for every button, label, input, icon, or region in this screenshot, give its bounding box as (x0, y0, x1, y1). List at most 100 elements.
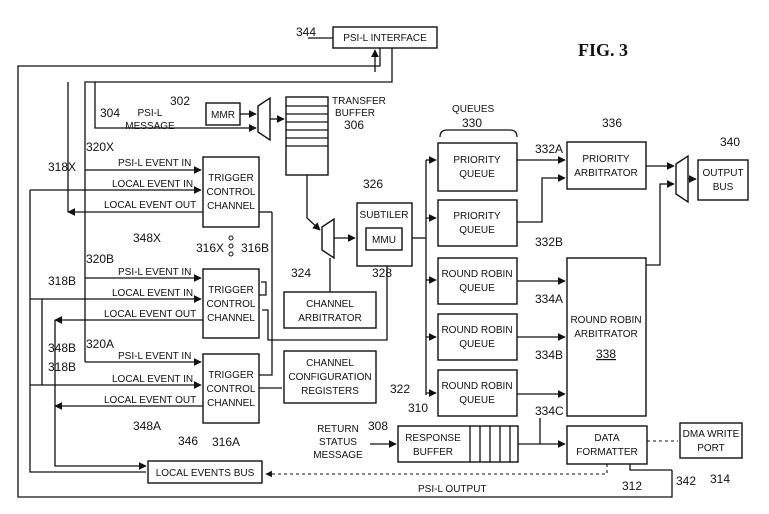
svg-text:RETURN: RETURN (317, 424, 359, 435)
svg-text:320X: 320X (86, 140, 114, 154)
svg-text:TRIGGER: TRIGGER (208, 173, 254, 184)
svg-text:334C: 334C (535, 404, 564, 418)
svg-text:324: 324 (291, 266, 311, 280)
transfer-buffer: TRANSFER BUFFER (285, 96, 386, 176)
return-status-label: RETURN STATUS MESSAGE (313, 424, 363, 461)
tcc-a-block: TRIGGER CONTROL CHANNEL (202, 353, 260, 424)
svg-text:348B: 348B (48, 341, 76, 355)
svg-text:QUEUE: QUEUE (459, 395, 495, 406)
svg-text:MESSAGE: MESSAGE (125, 121, 175, 132)
svg-text:FORMATTER: FORMATTER (576, 447, 637, 458)
svg-text:314: 314 (710, 472, 730, 486)
svg-text:QUEUE: QUEUE (459, 225, 495, 236)
svg-text:BUS: BUS (713, 182, 734, 193)
svg-text:340: 340 (720, 135, 740, 149)
svg-text:MMR: MMR (211, 110, 235, 121)
svg-text:CONTROL: CONTROL (207, 384, 256, 395)
svg-text:320B: 320B (86, 252, 114, 266)
svg-text:316B: 316B (241, 241, 269, 255)
dma-write-port-block: DMA WRITE PORT (679, 422, 743, 459)
svg-text:ROUND ROBIN: ROUND ROBIN (441, 381, 512, 392)
priority-queue-b: PRIORITY QUEUE (437, 199, 518, 247)
svg-text:CONTROL: CONTROL (207, 187, 256, 198)
svg-text:CHANNEL: CHANNEL (207, 201, 255, 212)
svg-text:318B: 318B (48, 274, 76, 288)
svg-text:308: 308 (368, 419, 388, 433)
svg-text:342: 342 (676, 474, 696, 488)
signal-labels: PSI-L EVENT IN LOCAL EVENT IN LOCAL EVEN… (104, 108, 487, 495)
svg-text:CHANNEL: CHANNEL (306, 299, 354, 310)
svg-text:PORT: PORT (697, 443, 725, 454)
tcc-x-block: TRIGGER CONTROL CHANNEL (202, 156, 260, 228)
mmu-block (365, 227, 403, 251)
psi-interface-block: PSI-L INTERFACE (332, 26, 438, 49)
svg-text:316A: 316A (212, 435, 240, 449)
svg-text:QUEUE: QUEUE (459, 339, 495, 350)
svg-text:PSI-L OUTPUT: PSI-L OUTPUT (418, 484, 487, 495)
svg-text:330: 330 (462, 116, 482, 130)
svg-text:OUTPUT: OUTPUT (702, 168, 743, 179)
svg-text:LOCAL EVENT OUT: LOCAL EVENT OUT (104, 309, 196, 320)
svg-text:ROUND ROBIN: ROUND ROBIN (570, 315, 641, 326)
svg-text:332A: 332A (535, 142, 563, 156)
svg-text:310: 310 (408, 401, 428, 415)
output-bus-block: OUTPUT BUS (697, 159, 749, 201)
svg-text:TRANSFER: TRANSFER (332, 96, 386, 107)
subtiler-block: SUBTILER MMU (356, 202, 413, 267)
svg-text:CHANNEL: CHANNEL (207, 313, 255, 324)
svg-text:DATA: DATA (594, 433, 620, 444)
response-buffer-block: RESPONSE BUFFER (397, 425, 519, 463)
svg-text:BUFFER: BUFFER (413, 447, 453, 458)
svg-text:STATUS: STATUS (319, 437, 357, 448)
channel-ellipsis (228, 235, 234, 257)
svg-text:PSI-L EVENT IN: PSI-L EVENT IN (118, 351, 191, 362)
svg-text:CHANNEL: CHANNEL (207, 398, 255, 409)
svg-text:PRIORITY: PRIORITY (453, 155, 501, 166)
svg-text:TRIGGER: TRIGGER (208, 370, 254, 381)
svg-text:348X: 348X (133, 231, 161, 245)
svg-text:ARBITRATOR: ARBITRATOR (574, 329, 638, 340)
rr-queue-c: ROUND ROBIN QUEUE (437, 369, 518, 417)
channel-arbitrator-block: CHANNEL ARBITRATOR (283, 291, 377, 329)
svg-text:332B: 332B (535, 235, 563, 249)
svg-text:ROUND ROBIN: ROUND ROBIN (441, 269, 512, 280)
svg-text:328: 328 (372, 266, 392, 280)
svg-text:336: 336 (602, 116, 622, 130)
priority-queue-a: PRIORITY QUEUE (437, 142, 518, 192)
svg-text:334B: 334B (535, 348, 563, 362)
svg-text:PSI-L: PSI-L (137, 108, 162, 119)
channel-config-block: CHANNEL CONFIGURATION REGISTERS (283, 350, 377, 404)
queues-bracket (439, 129, 518, 138)
svg-text:316X: 316X (196, 241, 224, 255)
svg-text:MESSAGE: MESSAGE (313, 450, 363, 461)
data-formatter-block: DATA FORMATTER (566, 425, 648, 465)
svg-text:MMU: MMU (372, 235, 396, 246)
svg-text:312: 312 (622, 479, 642, 493)
message-mux (257, 96, 271, 142)
svg-text:346: 346 (178, 434, 198, 448)
svg-text:TRIGGER: TRIGGER (208, 285, 254, 296)
svg-text:SUBTILER: SUBTILER (360, 210, 409, 221)
svg-text:CHANNEL: CHANNEL (306, 358, 354, 369)
svg-text:348A: 348A (133, 419, 161, 433)
svg-text:322: 322 (390, 382, 410, 396)
svg-text:CONTROL: CONTROL (207, 299, 256, 310)
wires (17, 37, 697, 498)
svg-text:306: 306 (344, 118, 364, 132)
svg-text:302: 302 (170, 94, 190, 108)
output-mux (675, 154, 689, 204)
svg-text:LOCAL EVENT IN: LOCAL EVENT IN (112, 288, 193, 299)
svg-text:LOCAL EVENT IN: LOCAL EVENT IN (112, 179, 193, 190)
svg-text:BUFFER: BUFFER (335, 108, 375, 119)
svg-text:LOCAL EVENT OUT: LOCAL EVENT OUT (104, 395, 196, 406)
tcc-b-block: TRIGGER CONTROL CHANNEL (202, 268, 260, 339)
svg-text:ROUND ROBIN: ROUND ROBIN (441, 325, 512, 336)
svg-text:PRIORITY: PRIORITY (453, 211, 501, 222)
svg-text:PRIORITY: PRIORITY (582, 154, 630, 165)
svg-text:DMA WRITE: DMA WRITE (683, 429, 740, 440)
rr-queue-b: ROUND ROBIN QUEUE (437, 313, 518, 361)
svg-text:320A: 320A (86, 337, 114, 351)
priority-arbitrator-block: PRIORITY ARBITRATOR (566, 141, 647, 190)
local-events-bus-block: LOCAL EVENTS BUS (147, 460, 263, 484)
